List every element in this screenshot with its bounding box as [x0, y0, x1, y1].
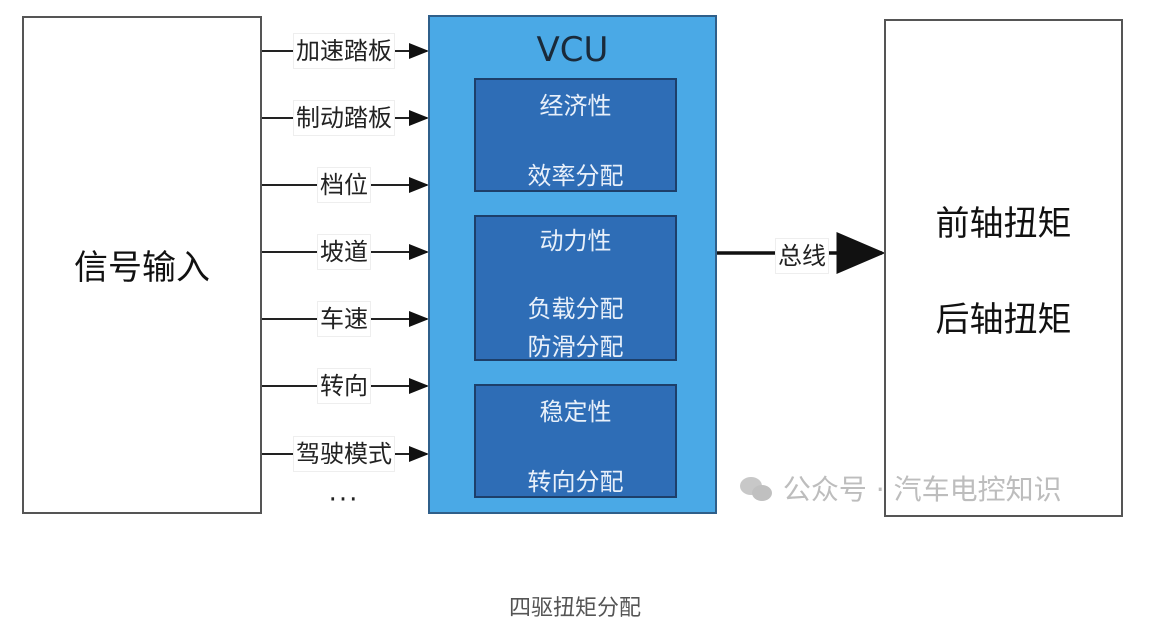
rear-axle-torque: 后轴扭矩 — [935, 300, 1072, 340]
vcu-title: VCU — [536, 30, 609, 70]
module-item: 防滑分配 — [527, 333, 624, 361]
watermark-text: 公众号 · 汽车电控知识 — [782, 473, 1062, 506]
bus-label: 总线 — [775, 238, 829, 274]
signal-label: 制动踏板 — [293, 100, 395, 136]
module-title: 稳定性 — [539, 398, 612, 426]
signal-label: 加速踏板 — [293, 33, 395, 69]
module-item: 转向分配 — [527, 468, 624, 496]
signal-label: 档位 — [317, 167, 371, 203]
torque-output-block — [884, 19, 1123, 517]
module-title: 动力性 — [539, 227, 612, 255]
signal-input-block — [22, 16, 262, 514]
watermark: 公众号 · 汽车电控知识 — [740, 468, 1062, 508]
module-item: 效率分配 — [527, 162, 624, 190]
module-title: 经济性 — [539, 92, 612, 120]
module-item: 负载分配 — [527, 295, 624, 323]
vcu-module-economy: 经济性 效率分配 — [474, 78, 677, 192]
wechat-icon — [740, 477, 774, 503]
signal-input-title: 信号输入 — [74, 248, 210, 288]
figure-caption: 四驱扭矩分配 — [508, 596, 641, 621]
more-signals-ellipsis: ··· — [328, 485, 360, 515]
vcu-module-power: 动力性 负载分配 防滑分配 — [474, 215, 677, 361]
front-axle-torque: 前轴扭矩 — [935, 204, 1072, 244]
signal-label: 车速 — [317, 301, 371, 337]
signal-label: 转向 — [317, 368, 371, 404]
signal-label: 坡道 — [317, 234, 371, 270]
signal-label: 驾驶模式 — [293, 436, 395, 472]
vcu-module-stability: 稳定性 转向分配 — [474, 384, 677, 498]
